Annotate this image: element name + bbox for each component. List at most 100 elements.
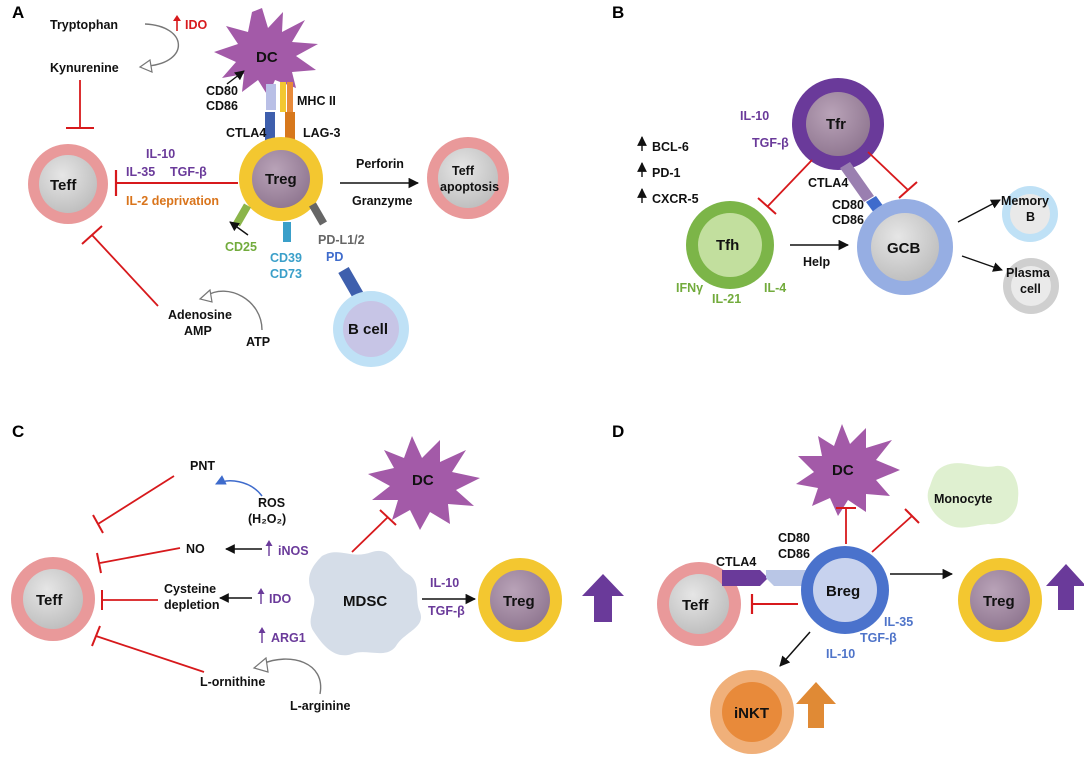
il35-label-d: IL-35 <box>884 615 913 629</box>
svg-text:Teff: Teff <box>682 597 709 614</box>
svg-text:Breg: Breg <box>826 583 860 600</box>
svg-text:iNOS: iNOS <box>278 544 309 558</box>
svg-text:DC: DC <box>256 49 278 66</box>
teff-cell-c: Teff <box>11 557 95 641</box>
monocyte-cell: Monocyte <box>927 463 1019 528</box>
tfr-gcb-inhibit <box>867 151 909 191</box>
amp-label: AMP <box>184 324 212 338</box>
adenosine-inhibit-bar <box>81 225 103 245</box>
dc-cell-d: DC <box>796 424 900 516</box>
svg-text:PD-1: PD-1 <box>652 166 681 180</box>
panel-c: C PNT ROS (H₂O₂) NO iNOS Cysteine deplet… <box>11 422 624 713</box>
gcb-cell: GCB <box>857 199 953 295</box>
memory-b-cell: Memory B <box>1001 186 1058 242</box>
mhc2-bar-a <box>280 82 286 112</box>
treg-cell-c: Treg <box>478 558 562 642</box>
il10-label-a: IL-10 <box>146 147 175 161</box>
cd25-arrow <box>229 221 249 236</box>
pd-label: PD <box>326 250 343 264</box>
b-cell-a: B cell <box>333 291 409 367</box>
il2-deprivation-label: IL-2 deprivation <box>126 194 219 208</box>
il4-label: IL-4 <box>764 281 786 295</box>
treg-cell-d: Treg <box>958 558 1042 642</box>
svg-text:IDO: IDO <box>185 18 208 32</box>
cd80-label-b: CD80 <box>832 198 864 212</box>
svg-text:iNKT: iNKT <box>734 705 769 722</box>
panel-label-c: C <box>12 422 24 441</box>
ctla4-arrow-shape-d <box>722 570 768 586</box>
cd86-label-a: CD86 <box>206 99 238 113</box>
cd86-label-d: CD86 <box>778 547 810 561</box>
il10-label-b: IL-10 <box>740 109 769 123</box>
arginine-arrowhead <box>252 656 269 673</box>
conversion-arrowhead <box>138 58 153 73</box>
mdsc-dc-inhibit <box>351 516 389 553</box>
svg-text:MDSC: MDSC <box>343 593 387 610</box>
svg-text:IDO: IDO <box>269 592 292 606</box>
granzyme-label: Granzyme <box>352 194 412 208</box>
pnt-inhibit-bar <box>92 514 104 534</box>
mdsc-cell: MDSC <box>309 550 422 656</box>
help-label: Help <box>803 255 830 269</box>
panel-label-d: D <box>612 422 624 441</box>
ifng-label: IFNγ <box>676 281 703 295</box>
cd86-label-b: CD86 <box>832 213 864 227</box>
ido-label-a: IDO <box>173 15 208 32</box>
atp-arrowhead <box>198 288 213 303</box>
svg-text:DC: DC <box>412 472 434 489</box>
svg-text:Memory: Memory <box>1001 194 1049 208</box>
svg-text:DC: DC <box>832 462 854 479</box>
cd39-label: CD39 <box>270 251 302 265</box>
tgfb-label-d: TGF-β <box>860 631 897 645</box>
ros-label: ROS <box>258 496 285 510</box>
svg-text:Teff: Teff <box>452 164 475 178</box>
panel-label-a: A <box>12 3 24 22</box>
svg-text:CXCR-5: CXCR-5 <box>652 192 699 206</box>
lornithine-inhibit-bar <box>91 625 101 647</box>
cd25-label: CD25 <box>225 240 257 254</box>
tfr-tfh-inhibit <box>767 159 813 207</box>
svg-text:ARG1: ARG1 <box>271 631 306 645</box>
tfr-gcb-inhibit-bar <box>898 181 918 199</box>
adenosine-label: Adenosine <box>168 308 232 322</box>
tfr-cell: Tfr <box>792 78 884 170</box>
tfr-tfh-inhibit-bar <box>757 197 777 215</box>
no-inhibit <box>99 547 181 564</box>
h2o2-label: (H₂O₂) <box>248 512 286 526</box>
svg-text:B cell: B cell <box>348 321 388 338</box>
tgfb-label-b: TGF-β <box>752 136 789 150</box>
treg-cell-a: Treg <box>239 137 323 221</box>
svg-text:GCB: GCB <box>887 240 921 257</box>
il21-label: IL-21 <box>712 292 741 306</box>
cd80-label-d: CD80 <box>778 531 810 545</box>
svg-text:Plasma: Plasma <box>1006 266 1051 280</box>
cd39-bar <box>283 222 291 242</box>
dc-to-ido-arrow <box>226 70 245 85</box>
panel-d: D DC Monocyte Teff CTLA4 CD80 CD86 Breg <box>612 422 1084 754</box>
tfh-cell: Tfh <box>686 201 774 289</box>
ros-curve-arrow <box>215 475 263 497</box>
conversion-curve <box>144 23 180 67</box>
pdl-bar <box>309 202 327 226</box>
panel-a: A Tryptophan Kynurenine IDO DC CD80 CD86… <box>12 3 509 367</box>
svg-text:apoptosis: apoptosis <box>440 180 499 194</box>
depletion-label: depletion <box>164 598 220 612</box>
il35-label-a: IL-35 <box>126 165 155 179</box>
ctla4-bar <box>265 112 275 142</box>
svg-text:BCL-6: BCL-6 <box>652 140 689 154</box>
teff-cell-d: Teff <box>657 562 741 646</box>
tgfb-label-a: TGF-β <box>170 165 207 179</box>
ctla4-label-a: CTLA4 <box>226 126 266 140</box>
ctla4-stalk-b <box>840 162 874 202</box>
pnt-inhibit <box>97 475 175 525</box>
svg-text:B: B <box>1026 210 1035 224</box>
inkt-cell: iNKT <box>710 670 794 754</box>
kynurenine-label: Kynurenine <box>50 61 119 75</box>
treg-increase-arrow-d <box>1046 564 1084 610</box>
lornithine-label: L-ornithine <box>200 675 265 689</box>
pdl-label: PD-L1/2 <box>318 233 365 247</box>
no-label: NO <box>186 542 205 556</box>
memory-arrow <box>957 199 1001 223</box>
ctla4-label-d: CTLA4 <box>716 555 756 569</box>
mhc2-bar-b <box>287 82 293 112</box>
